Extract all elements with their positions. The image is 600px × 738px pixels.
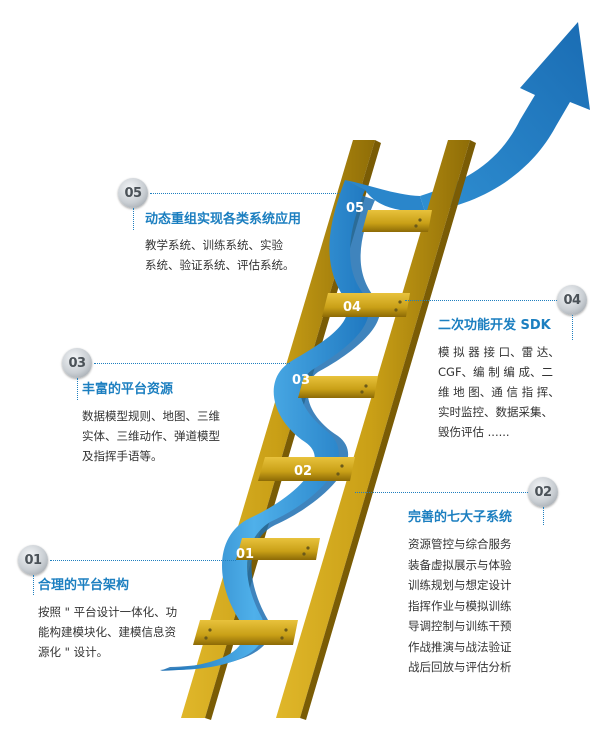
ribbon-label-05: 05 [346, 201, 364, 216]
item-03-desc: 数据模型规则、地图、三维 实体、三维动作、弹道模型 及指挥手语等。 [82, 409, 220, 463]
item-02: 完善的七大子系统 资源管控与综合服务 装备虚拟展示与体验 训练规划与想定设计 指… [408, 510, 512, 678]
item-05-desc: 教学系统、训练系统、实验 系统、验证系统、评估系统。 [145, 238, 295, 272]
ladder-rungs [193, 210, 432, 645]
ribbon-label-03: 03 [292, 373, 310, 388]
ribbon-label-02: 02 [294, 464, 312, 479]
ladder-right-rail [276, 140, 470, 718]
item-05: 动态重组实现各类系统应用 教学系统、训练系统、实验 系统、验证系统、评估系统。 [145, 212, 301, 275]
item-03: 丰富的平台资源 数据模型规则、地图、三维 实体、三维动作、弹道模型 及指挥手语等… [82, 382, 220, 466]
badge-02: 02 [528, 477, 558, 507]
item-01: 合理的平台架构 按照 " 平台设计一体化、功 能构建模块化、建模信息资 源化 "… [38, 578, 177, 662]
item-02-title: 完善的七大子系统 [408, 510, 513, 525]
item-04-desc: 模 拟 器 接 口、雷 达、 CGF、编 制 编 成、二 维 地 图、通 信 指… [438, 345, 560, 439]
arrow-shaft [420, 22, 590, 212]
ribbon-label-01: 01 [236, 547, 254, 562]
badge-05: 05 [118, 178, 148, 208]
rung-5 [362, 210, 432, 232]
badge-01: 01 [18, 545, 48, 575]
item-02-desc: 资源管控与综合服务 装备虚拟展示与体验 训练规划与想定设计 指挥作业与模拟训练 … [408, 537, 512, 674]
badge-03: 03 [62, 348, 92, 378]
item-01-desc: 按照 " 平台设计一体化、功 能构建模块化、建模信息资 源化 " 设计。 [38, 605, 178, 659]
item-04: 二次功能开发 SDK 模 拟 器 接 口、雷 达、 CGF、编 制 编 成、二 … [438, 318, 560, 442]
ribbon-label-04: 04 [343, 300, 361, 315]
item-05-title: 动态重组实现各类系统应用 [145, 212, 302, 227]
item-01-title: 合理的平台架构 [38, 578, 130, 593]
item-03-title: 丰富的平台资源 [82, 382, 174, 397]
rung-0 [193, 620, 298, 645]
rung-2 [258, 457, 355, 481]
rung-3 [298, 376, 378, 398]
badge-04: 04 [557, 285, 587, 315]
ribbon-front [160, 180, 369, 671]
rung-1b [236, 538, 320, 560]
rung-4 [322, 293, 410, 317]
ribbon-back [160, 192, 380, 671]
item-04-title: 二次功能开发 SDK [438, 318, 551, 333]
